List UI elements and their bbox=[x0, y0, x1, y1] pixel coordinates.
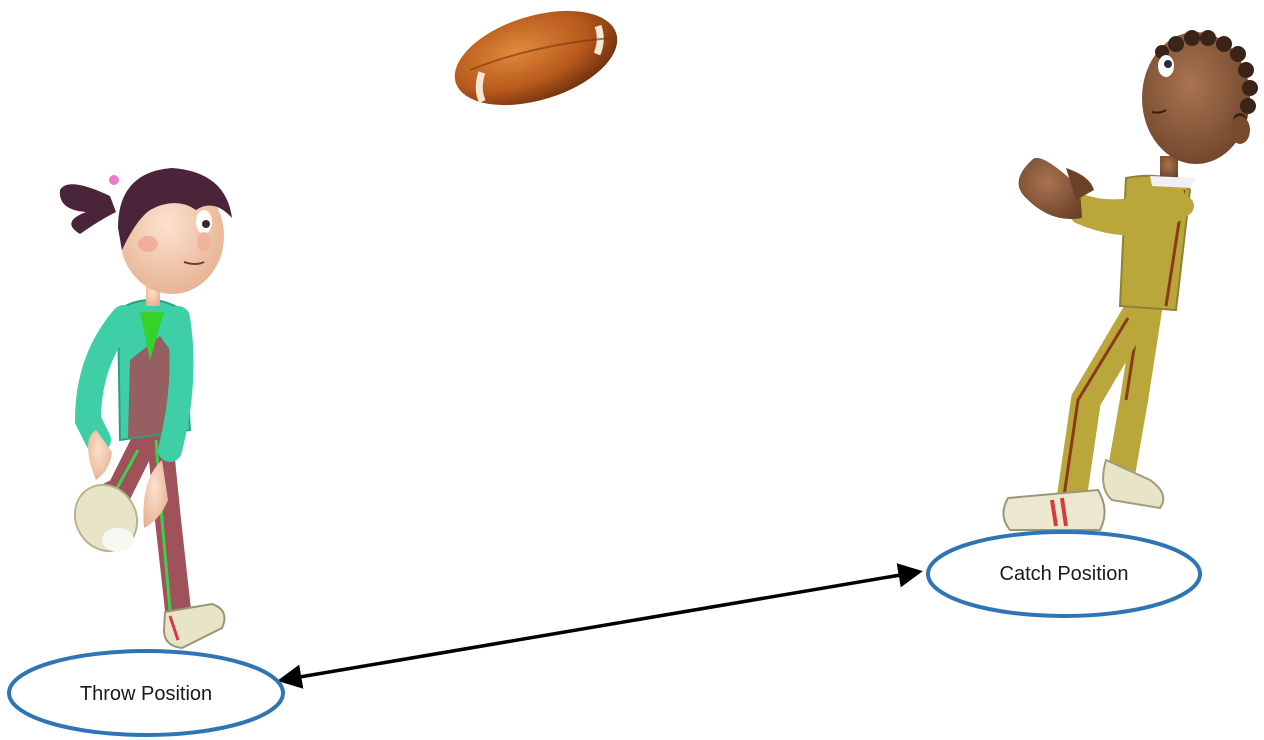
boy-back-shoe bbox=[1102, 458, 1165, 510]
boy-catcher bbox=[1002, 30, 1258, 531]
throw-position-marker: Throw Position bbox=[7, 649, 285, 737]
girl-back-shoe bbox=[73, 483, 139, 553]
distance-arrow bbox=[277, 563, 923, 689]
throw-position-label: Throw Position bbox=[80, 683, 212, 705]
girl-front-shoe bbox=[162, 602, 226, 650]
catch-position-label: Catch Position bbox=[1000, 563, 1129, 585]
american-football bbox=[454, 10, 618, 106]
boy-front-shoe bbox=[1002, 488, 1106, 531]
catch-position-marker: Catch Position bbox=[926, 530, 1202, 618]
girl-thrower bbox=[59, 168, 232, 650]
